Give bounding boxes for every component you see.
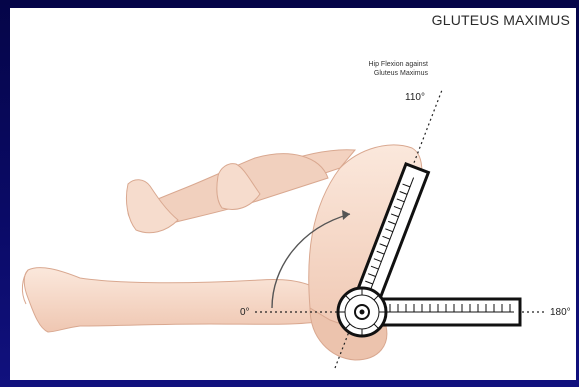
angle-label-110: 110°: [405, 92, 425, 103]
angle-label-180: 180°: [550, 307, 571, 318]
slide-panel: GLUTEUS MAXIMUS: [10, 8, 576, 380]
caption-line-2: Gluteus Maximus: [374, 70, 429, 77]
extended-leg: [22, 268, 330, 332]
angle-label-0: 0°: [240, 307, 250, 318]
hip-flexion-diagram: Hip Flexion against Gluteus Maximus 110°…: [10, 8, 576, 380]
caption-line-1: Hip Flexion against: [368, 61, 428, 68]
